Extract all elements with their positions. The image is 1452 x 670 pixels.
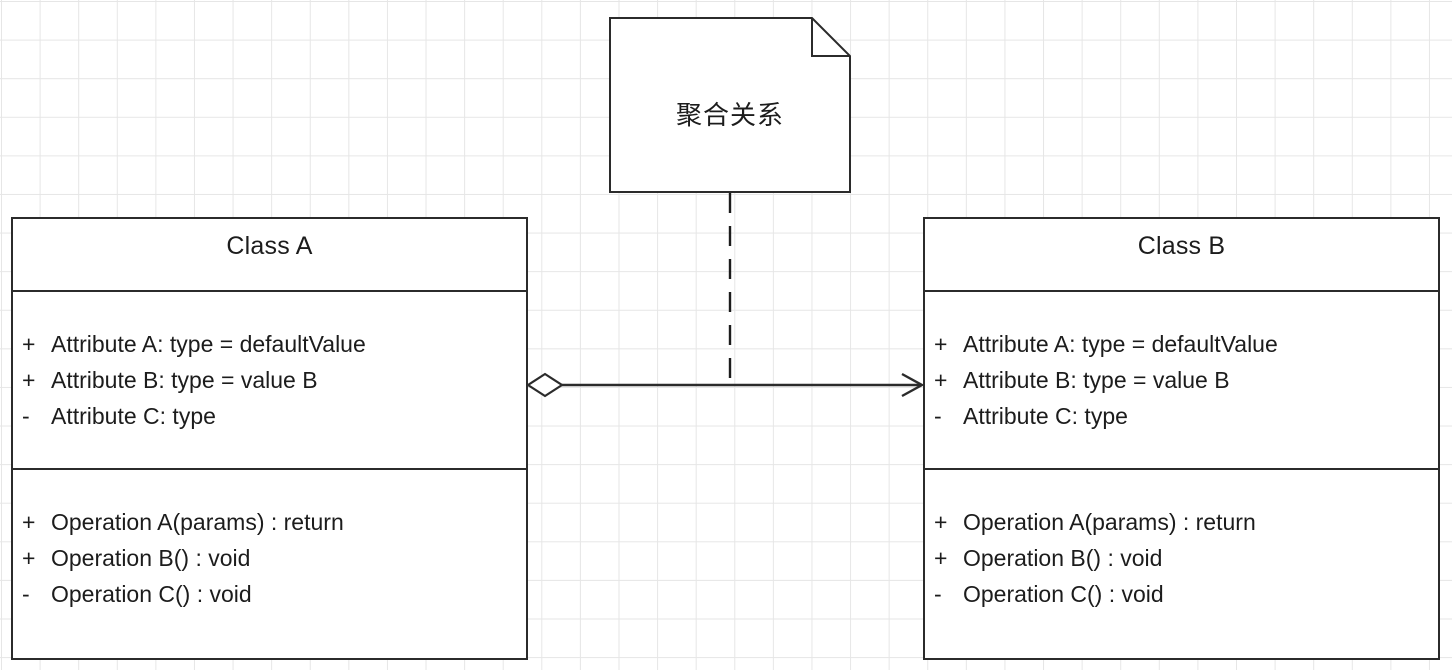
visibility-marker: + [22,545,36,571]
class-a-attributes: + Attribute A: type = defaultValue + Attri… [13,292,526,470]
class-b-name: Class B [1137,232,1226,260]
attribute-label: Attribute B: type = value B [963,367,1230,393]
note-label: 聚合关系 [675,100,784,130]
class-b-title-compartment: Class B [925,219,1438,292]
operation-row: + Operation A(params) : return [925,504,1438,540]
note-outline-icon [609,17,851,193]
visibility-marker: + [22,509,36,535]
operation-row: + Operation B() : void [925,540,1438,576]
class-a-name: Class A [226,232,313,260]
attribute-row: -Attribute C: type [13,398,526,434]
class-b-operations: + Operation A(params) : return + Operation… [925,470,1438,653]
visibility-marker: + [934,367,948,393]
operation-label: Operation C() : void [963,581,1164,607]
operation-row: + Operation B() : void [13,540,526,576]
class-a-title-compartment: Class A [13,219,526,292]
class-a-operations: + Operation A(params) : return + Operation… [13,470,526,653]
visibility-marker: - [22,581,30,607]
attribute-row: + Attribute A: type = defaultValue [13,326,526,362]
note-shape[interactable]: 聚合关系 [609,17,851,193]
open-arrow-icon[interactable] [901,372,925,398]
attribute-row: + Attribute B: type = value B [925,362,1438,398]
operation-label: Operation A(params) : return [963,509,1256,535]
visibility-marker: - [934,403,942,429]
operation-label: Operation C() : void [51,581,252,607]
operation-label: Operation B() : void [963,545,1163,571]
attribute-row: + Attribute B: type = value B [13,362,526,398]
operation-label: Operation A(params) : return [51,509,344,535]
visibility-marker: + [22,367,36,393]
attribute-label: Attribute C: type [51,403,216,429]
attribute-row: + Attribute A: type = defaultValue [925,326,1438,362]
visibility-marker: + [934,509,948,535]
attribute-row: -Attribute C: type [925,398,1438,434]
class-box-a[interactable]: Class A + Attribute A: type = defaultValu… [11,217,528,660]
operation-row: -Operation C() : void [925,576,1438,612]
visibility-marker: - [934,581,942,607]
visibility-marker: + [934,545,948,571]
visibility-marker: + [22,331,36,357]
visibility-marker: - [22,403,30,429]
attribute-label: Attribute B: type = value B [51,367,318,393]
attribute-label: Attribute A: type = defaultValue [51,331,366,357]
hollow-diamond-icon[interactable] [525,372,565,398]
class-b-attributes: + Attribute A: type = defaultValue + Attri… [925,292,1438,470]
attribute-label: Attribute A: type = defaultValue [963,331,1278,357]
attribute-label: Attribute C: type [963,403,1128,429]
class-box-b[interactable]: Class B + Attribute A: type = defaultValu… [923,217,1440,660]
operation-label: Operation B() : void [51,545,251,571]
operation-row: + Operation A(params) : return [13,504,526,540]
visibility-marker: + [934,331,948,357]
operation-row: -Operation C() : void [13,576,526,612]
